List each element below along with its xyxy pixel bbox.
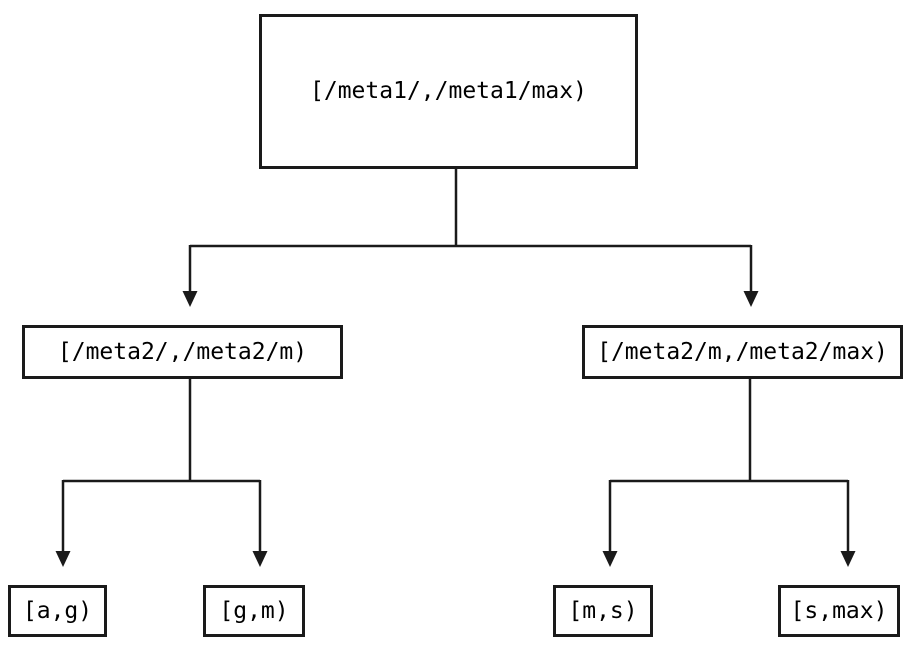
node-leaf-ag: [a,g) (8, 585, 107, 637)
node-leaf-smax: [s,max) (778, 585, 900, 637)
arrowhead-to-right-child-icon (743, 291, 759, 307)
arrowhead-to-leaf-smax-icon (840, 551, 856, 567)
edge-root-to-children (188, 168, 753, 292)
node-leaf-gm: [g,m) (203, 585, 305, 637)
node-root-meta1-range: [/meta1/,/meta1/max) (259, 14, 638, 169)
node-meta2-lower-range: [/meta2/,/meta2/m) (22, 325, 343, 379)
arrowhead-to-leaf-ms-icon (602, 551, 618, 567)
edge-right-child-to-leaves (608, 378, 850, 552)
arrowhead-to-leaf-gm-icon (252, 551, 268, 567)
node-leaf-ms: [m,s) (553, 585, 653, 637)
edge-left-child-to-leaves (61, 377, 262, 552)
arrowhead-to-leaf-ag-icon (55, 551, 71, 567)
arrowhead-to-left-child-icon (182, 291, 198, 307)
node-meta2-upper-range: [/meta2/m,/meta2/max) (582, 325, 903, 379)
